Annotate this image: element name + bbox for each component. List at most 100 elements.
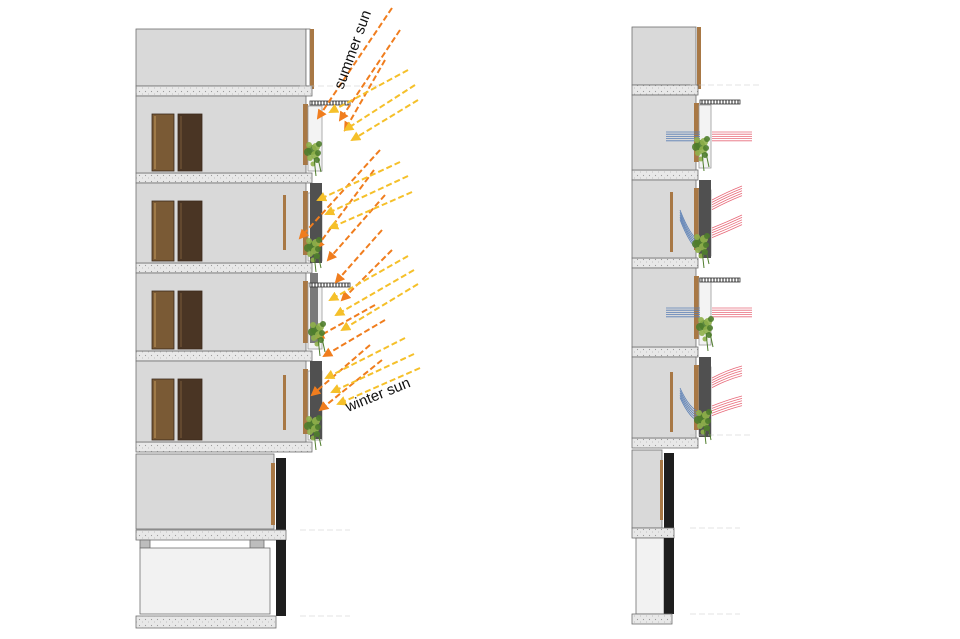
warm-air-flow	[711, 190, 743, 206]
door-left	[151, 200, 175, 262]
floor-slab	[135, 350, 313, 362]
plant-vine	[709, 332, 714, 348]
plant-leaf	[316, 141, 322, 147]
facade-timber-panel	[303, 369, 308, 434]
summer-sun-ray	[326, 194, 386, 262]
ground-floor	[631, 449, 663, 529]
facade-timber-panel	[694, 365, 699, 430]
hanging-plant	[308, 321, 326, 357]
brise-soleil-top	[699, 99, 741, 105]
plant-leaf	[704, 136, 710, 142]
plant-leaf	[316, 415, 322, 421]
plant-vine	[705, 152, 710, 168]
door-right	[177, 200, 203, 262]
hanging-plant	[692, 233, 710, 269]
plant-leaf	[319, 330, 325, 336]
plant-leaf	[697, 423, 703, 429]
plant-leaf	[703, 145, 709, 151]
plant-leaf	[320, 321, 326, 327]
hanging-plant	[694, 409, 712, 445]
plant-vine	[317, 253, 322, 269]
parapet-edge	[305, 28, 311, 87]
plant-leaf	[706, 409, 712, 415]
roof-timber-cladding	[310, 29, 314, 89]
plant-leaf	[696, 410, 702, 416]
plant-leaf	[704, 233, 710, 239]
plant-vine	[317, 337, 321, 357]
winter-sun-ray	[343, 84, 416, 132]
plant-leaf	[306, 142, 312, 148]
plant-vine	[313, 157, 317, 177]
facade-timber-panel	[694, 276, 699, 339]
plant-vine	[317, 431, 322, 447]
warm-air-flow	[711, 185, 743, 201]
plant-leaf	[694, 416, 702, 424]
roof-parapet	[631, 26, 697, 86]
warm-air-flow	[711, 217, 743, 231]
warm-air-flow	[711, 368, 743, 381]
interior-timber-strip	[670, 192, 673, 252]
ventilation-section	[631, 26, 760, 625]
plant-leaf	[304, 148, 312, 156]
floor-slab	[631, 257, 699, 269]
winter-sun-ray	[324, 337, 406, 379]
summer-sun-ray	[298, 149, 381, 240]
warm-air-flow	[711, 188, 743, 203]
basement-black-panel	[664, 538, 674, 614]
right-building-structure	[631, 26, 760, 625]
interior-timber-strip	[283, 195, 286, 250]
plant-vine	[701, 249, 705, 269]
winter-sun-ray	[328, 69, 409, 113]
facade-timber-panel	[694, 103, 699, 162]
plant-vine	[705, 332, 709, 352]
door-left	[151, 378, 175, 441]
ground-floor-black-panel	[276, 458, 286, 530]
warm-air-flow	[711, 224, 743, 238]
summer-sun-ray	[334, 229, 383, 284]
plant-leaf	[707, 325, 713, 331]
plant-leaf	[315, 150, 321, 156]
plant-leaf	[694, 234, 700, 240]
winter-sun-ray	[330, 353, 415, 394]
basement-room	[635, 537, 665, 615]
door-right	[177, 113, 203, 172]
summer-sun-ray	[310, 344, 371, 397]
plant-leaf	[306, 238, 312, 244]
plant-leaf	[695, 247, 701, 253]
facade-timber-panel	[303, 104, 308, 165]
hanging-plant	[304, 415, 322, 451]
summer-sun-ray	[318, 359, 383, 412]
plant-leaf	[315, 424, 321, 430]
winter-sun-ray	[316, 161, 401, 202]
sun-shading-section: summer sun winter sun	[135, 7, 421, 629]
warm-air-flow	[711, 398, 743, 409]
floor-slab	[135, 172, 313, 184]
foundation-slab	[135, 615, 277, 629]
hanging-plant	[304, 141, 322, 177]
plant-leaf	[307, 429, 313, 435]
plant-leaf	[692, 143, 700, 151]
warm-air-flow	[711, 375, 743, 388]
warm-air-flow	[711, 405, 743, 416]
roof-timber-cladding	[697, 27, 701, 89]
plant-leaf	[308, 328, 316, 336]
summer-sun-ray	[322, 319, 386, 358]
facade-timber-panel	[694, 188, 699, 250]
ground-floor-timber	[660, 460, 663, 520]
door-right	[177, 290, 203, 350]
floor-slab	[135, 441, 313, 453]
summer-sun-ray	[314, 169, 375, 250]
plant-leaf	[304, 244, 312, 252]
plant-leaf	[703, 242, 709, 248]
plant-leaf	[307, 155, 313, 161]
plant-leaf	[692, 240, 700, 248]
floor-interior	[631, 179, 697, 259]
shade-panel	[310, 273, 318, 343]
left-door-group	[151, 113, 203, 441]
winter-sun-ray	[334, 269, 415, 316]
roof-parapet	[135, 28, 307, 87]
summer-sun-ray	[344, 59, 386, 132]
plant-leaf	[698, 317, 704, 323]
summer-sun-ray	[338, 29, 401, 122]
